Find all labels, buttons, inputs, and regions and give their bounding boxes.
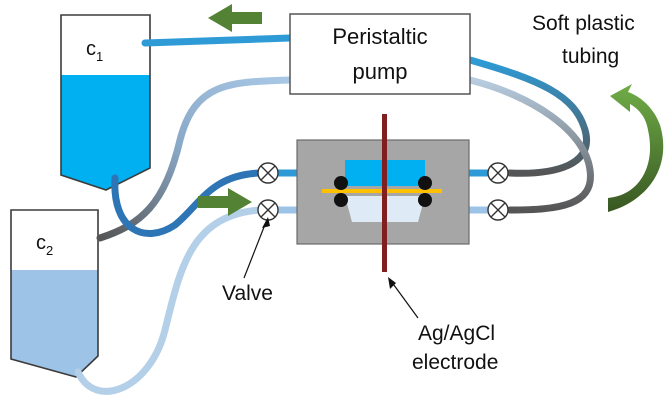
c1-label: c1 <box>86 38 103 64</box>
o-ring <box>418 193 432 207</box>
tube-c1-to-pump <box>141 34 294 47</box>
valve-icon <box>487 162 509 184</box>
pump-label-line2: pump <box>352 59 407 84</box>
flow-arrow-right-icon <box>198 188 252 216</box>
flow-cell <box>296 114 470 272</box>
ag-agcl-electrode <box>382 114 387 272</box>
tubing <box>74 34 594 395</box>
o-ring <box>334 193 348 207</box>
container-c1 <box>60 14 151 191</box>
o-ring <box>418 176 432 190</box>
solution-c1 <box>61 75 150 190</box>
tube-c2-to-valve-bottom <box>74 206 264 395</box>
valve-label: Valve <box>222 282 273 305</box>
electrode-pointer <box>388 277 419 319</box>
tube-pump-to-c2 <box>96 76 294 242</box>
container-c2 <box>10 209 99 378</box>
valve-pointer <box>243 217 270 279</box>
flow-arrow-left-icon <box>208 4 262 32</box>
electrode-label-line2: electrode <box>412 351 498 374</box>
c2-label: c2 <box>36 232 53 258</box>
solution-c2 <box>11 270 98 377</box>
o-ring <box>334 176 348 190</box>
tubing-label-line2: tubing <box>562 45 619 68</box>
tube-pump-to-right-bottom <box>466 76 594 214</box>
electrode-label-line1: Ag/AgCl <box>418 322 495 345</box>
pump-label-line1: Peristaltic <box>332 24 427 49</box>
peristaltic-pump: Peristaltic pump <box>289 13 471 95</box>
tube-c1-to-valve-top <box>111 169 264 237</box>
valve-icon <box>257 162 279 184</box>
tube-pump-to-right-top <box>466 56 590 177</box>
valve-icon <box>487 199 509 221</box>
rotation-arrow-icon <box>608 84 664 212</box>
tubing-label-line1: Soft plastic <box>532 12 635 35</box>
